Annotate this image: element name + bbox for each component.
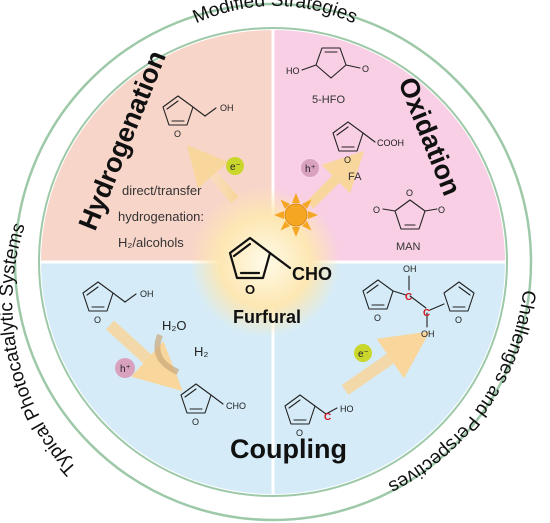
center-glow bbox=[190, 187, 340, 337]
hydrofuroin-c2: C bbox=[423, 308, 430, 319]
coupling-right-furfural: O bbox=[284, 394, 338, 438]
label-man: MAN bbox=[396, 241, 421, 253]
svg-text:O: O bbox=[344, 155, 351, 165]
electron-badge-top bbox=[226, 157, 244, 175]
svg-text:O: O bbox=[373, 205, 380, 215]
furfural-molecule: O bbox=[228, 236, 292, 297]
svg-text:O: O bbox=[455, 315, 462, 325]
hyd-text-line3: H₂/alcohols bbox=[118, 235, 184, 250]
arrow-to-hydrogenation bbox=[186, 144, 239, 204]
svg-text:O: O bbox=[406, 188, 413, 198]
fa-molecule: O bbox=[332, 121, 376, 165]
hfo-molecule bbox=[301, 47, 361, 79]
hydrofuroin-oh-bottom: OH bbox=[421, 329, 435, 339]
svg-text:O: O bbox=[94, 315, 101, 325]
furfural-cho: CHO bbox=[292, 264, 332, 284]
hydrofuroin-oh-top: OH bbox=[403, 264, 417, 274]
coupling-left-oh: OH bbox=[140, 289, 154, 299]
electron-badge-top-label: e⁻ bbox=[230, 162, 241, 173]
electron-badge-bottom-label: e⁻ bbox=[358, 349, 369, 360]
hydrofuroin-c1: C bbox=[405, 292, 412, 303]
label-fa: FA bbox=[348, 171, 362, 183]
hfo-oxo: O bbox=[362, 64, 369, 74]
hole-badge-bottom-label: h⁺ bbox=[120, 364, 131, 375]
hole-badge-bottom bbox=[115, 358, 135, 378]
coupling-furfuryl-alcohol: O bbox=[82, 281, 137, 325]
svg-text:O: O bbox=[374, 313, 381, 323]
label-5hfo: 5-HFO bbox=[312, 94, 345, 106]
hfo-ho: HO bbox=[286, 66, 300, 76]
sun-icon bbox=[274, 193, 318, 237]
arrow-coupling-right bbox=[341, 331, 430, 395]
coupling-left-cho: CHO bbox=[226, 401, 246, 411]
title-coupling: Coupling bbox=[230, 434, 347, 464]
arrow-coupling-left bbox=[105, 320, 183, 392]
electron-badge-bottom bbox=[354, 344, 372, 362]
man-molecule: O O O bbox=[373, 188, 445, 230]
coupling-red-c: C bbox=[324, 412, 331, 423]
hydrogen-label: H₂ bbox=[194, 344, 208, 359]
svg-text:O: O bbox=[438, 205, 445, 215]
coupling-right-cho: HO bbox=[340, 404, 354, 414]
hydrofuroin-molecule: O O bbox=[362, 275, 475, 328]
arrow-to-oxidation bbox=[306, 150, 365, 209]
hole-badge-top bbox=[301, 159, 319, 177]
fa-cooh: COOH bbox=[377, 138, 404, 148]
svg-text:O: O bbox=[245, 282, 255, 297]
svg-text:O: O bbox=[296, 428, 303, 438]
svg-text:O: O bbox=[192, 417, 199, 427]
svg-text:O: O bbox=[174, 129, 181, 139]
hole-badge-top-label: h⁺ bbox=[305, 164, 316, 175]
furfural-label: Furfural bbox=[233, 307, 301, 327]
hyd-product-oh: OH bbox=[220, 103, 234, 113]
furfuryl-alcohol-molecule: O bbox=[162, 95, 217, 139]
coupling-furfural: O bbox=[180, 383, 224, 427]
hyd-text-line2: hydrogenation: bbox=[118, 209, 204, 224]
water-label: H₂O bbox=[162, 318, 187, 333]
water-curve-arrow bbox=[154, 333, 180, 375]
hyd-text-line1: direct/transfer bbox=[122, 183, 202, 198]
